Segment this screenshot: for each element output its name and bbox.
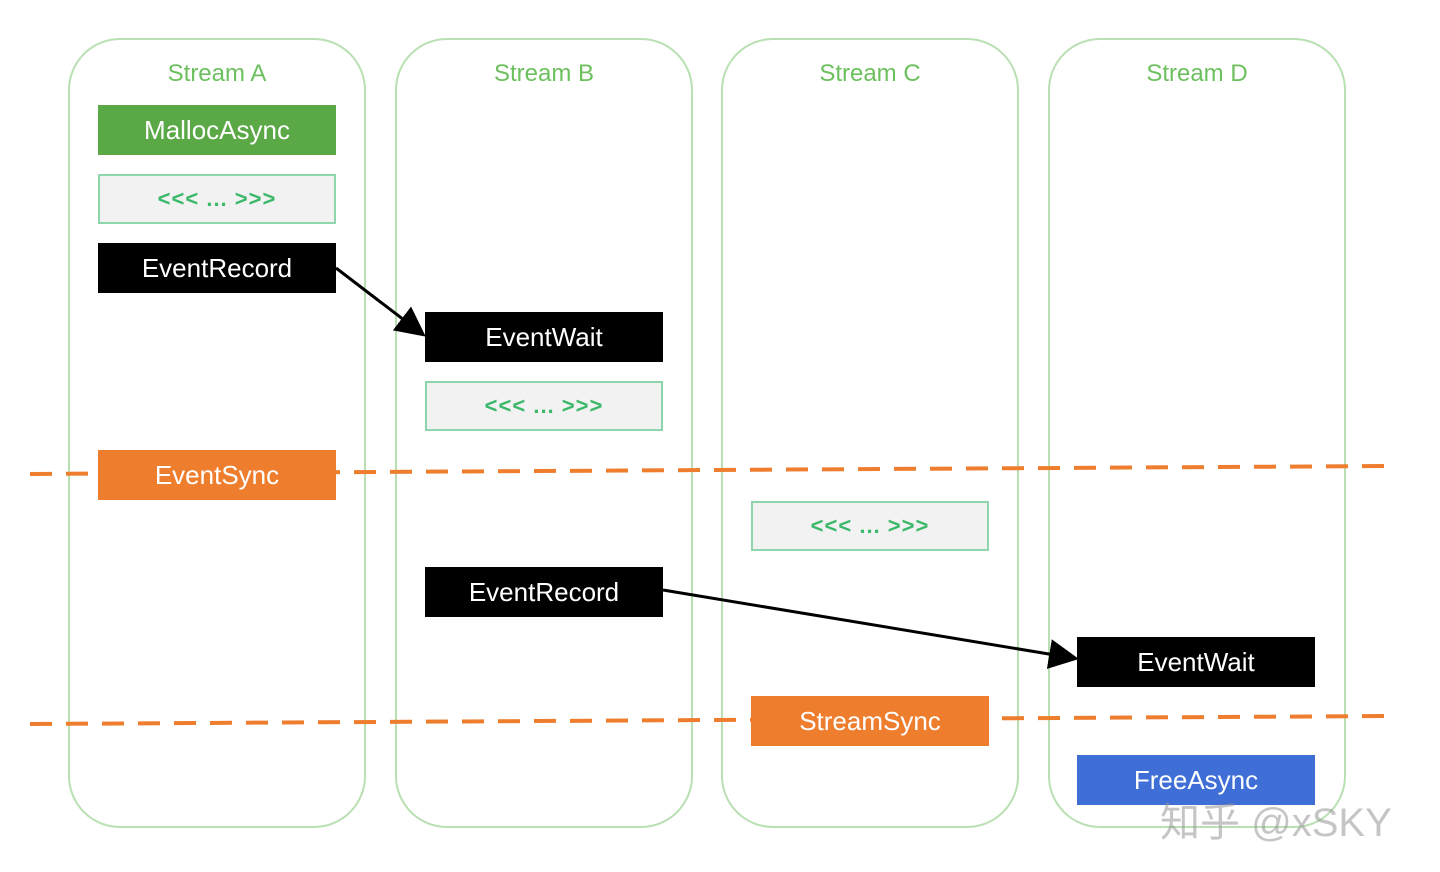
malloc-async-block: MallocAsync bbox=[98, 105, 336, 155]
lane-stream-b bbox=[395, 38, 693, 828]
event-wait-block-b: EventWait bbox=[425, 312, 663, 362]
kernel-launch-block-a: <<< ... >>> bbox=[98, 174, 336, 224]
stream-sync-block: StreamSync bbox=[751, 696, 989, 746]
lane-title-stream-a: Stream A bbox=[167, 60, 267, 87]
lane-stream-d bbox=[1048, 38, 1346, 828]
event-record-block-b: EventRecord bbox=[425, 567, 663, 617]
lane-title-stream-b: Stream B bbox=[493, 60, 595, 87]
event-record-block-a: EventRecord bbox=[98, 243, 336, 293]
lane-stream-c bbox=[721, 38, 1019, 828]
kernel-launch-block-b: <<< ... >>> bbox=[425, 381, 663, 431]
event-wait-block-d: EventWait bbox=[1077, 637, 1315, 687]
lane-stream-a bbox=[68, 38, 366, 828]
kernel-launch-block-c: <<< ... >>> bbox=[751, 501, 989, 551]
event-sync-block: EventSync bbox=[98, 450, 336, 500]
watermark: 知乎 @xSKY bbox=[1160, 801, 1392, 845]
free-async-block: FreeAsync bbox=[1077, 755, 1315, 805]
lane-title-stream-d: Stream D bbox=[1146, 60, 1248, 87]
lane-title-stream-c: Stream C bbox=[819, 60, 921, 87]
